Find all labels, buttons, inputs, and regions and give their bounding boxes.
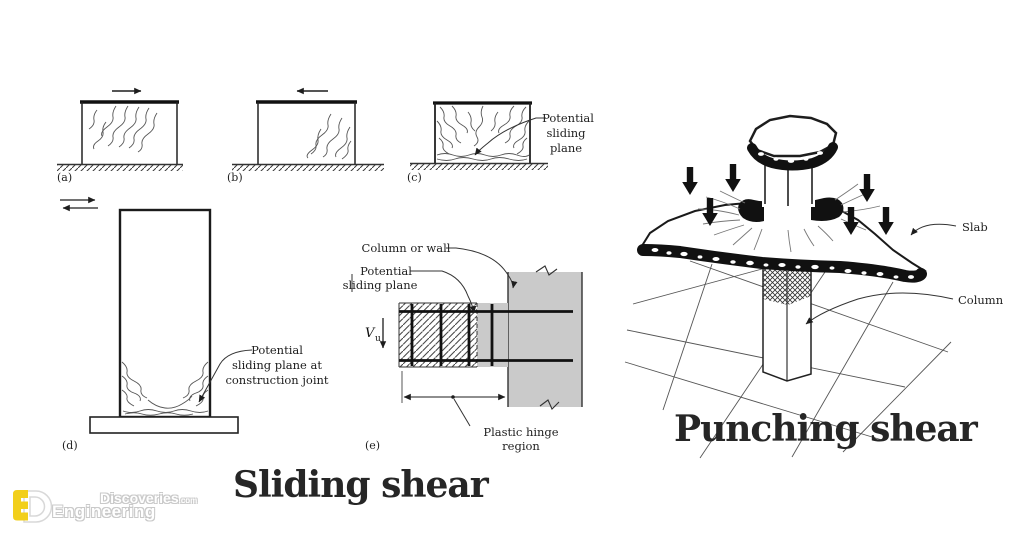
diagram-sliding-c: Potential sliding plane (c): [407, 101, 594, 184]
wall-sides: [257, 102, 356, 164]
note-hinge2: region: [502, 439, 540, 453]
shear-force-subscript: u: [375, 334, 381, 344]
brand-word-suffix: .com: [178, 496, 198, 505]
note-e-plane2: sliding plane: [343, 278, 418, 292]
diagram-sliding-b: (b): [227, 87, 384, 184]
note-d-line2: sliding plane at: [232, 358, 322, 372]
wall-sides: [81, 102, 178, 164]
crack-pattern: [306, 113, 352, 160]
note-c-line3: plane: [550, 141, 582, 155]
leader-slab: [910, 223, 957, 236]
leader-column: [805, 292, 954, 325]
diagram-sliding-a: (a): [57, 87, 183, 184]
label-column: Column: [958, 293, 1004, 307]
wall-sides: [434, 103, 531, 164]
punching-hole: [738, 197, 844, 222]
diagram-punching: Slab Column: [624, 114, 1004, 459]
punched-cone: [747, 114, 838, 171]
crack-pattern: [88, 105, 158, 153]
label-slab: Slab: [962, 220, 988, 234]
subfig-label-a: (a): [57, 171, 72, 184]
leader-construction-joint: [198, 349, 253, 403]
longitudinal-rebar: [399, 310, 573, 362]
load-arrow-icon: [859, 174, 875, 202]
shear-force-symbol: V: [365, 326, 376, 341]
break-mark-top: [535, 265, 558, 276]
brand-mark-icon: [13, 490, 53, 523]
aggregate-speckles: [651, 248, 914, 279]
load-arrow-icon: [878, 207, 894, 235]
punching-shear-title: Punching shear: [674, 408, 978, 450]
crack-pattern: [436, 105, 530, 161]
brand-word-discoveries: Discoveries.com: [100, 490, 197, 506]
note-d-line3: construction joint: [225, 373, 328, 387]
leader-plastic-hinge: [453, 398, 471, 427]
leader-sliding-plane: [410, 270, 477, 314]
dimension-midpoint: [451, 395, 455, 399]
brand-logo: Discoveries.com Engineering: [8, 486, 238, 532]
subfig-label-d: (d): [62, 439, 78, 452]
note-c-line2: sliding: [546, 126, 586, 140]
ground-hatch: [410, 164, 548, 170]
subfig-label-b: (b): [227, 171, 243, 184]
diagram-sliding-d: Potential sliding plane at construction …: [60, 196, 329, 452]
leader-potential-sliding-plane: [474, 117, 546, 156]
crack-pattern: [121, 361, 209, 416]
column-crosshatch: [763, 266, 811, 305]
subfig-label-e: (e): [365, 439, 380, 452]
subfig-label-c: (c): [407, 171, 422, 184]
foundation-base: [89, 416, 239, 434]
column-fill: [508, 272, 582, 407]
diagram-sliding-e: Column or wall Potential sliding plane V…: [343, 241, 583, 453]
letter-e-icon: [13, 490, 28, 521]
note-hinge1: Plastic hinge: [483, 425, 558, 439]
brand-word-engineering: Engineering: [52, 502, 156, 521]
load-arrow-icon: [682, 167, 698, 195]
slab-edge-band: [637, 244, 927, 283]
brand-word-discoveries-text: Discoveries: [100, 490, 179, 506]
wall-outline: [118, 208, 212, 419]
note-column-or-wall: Column or wall: [362, 241, 451, 255]
hatch-border: [398, 302, 477, 368]
letter-d-icon: [23, 490, 53, 523]
ground-hatch: [232, 165, 384, 171]
note-e-plane1: Potential: [360, 264, 412, 278]
break-mark-bottom: [539, 399, 560, 410]
sliding-shear-title: Sliding shear: [233, 464, 489, 506]
column-3d: [762, 265, 812, 382]
load-arrow-icon: [725, 164, 741, 192]
leader-column-or-wall: [446, 247, 518, 289]
ground-hatch: [57, 165, 183, 171]
note-d-line1: Potential: [251, 343, 303, 357]
note-c-line1: Potential: [542, 111, 594, 125]
stirrup-rebar: [410, 304, 494, 366]
